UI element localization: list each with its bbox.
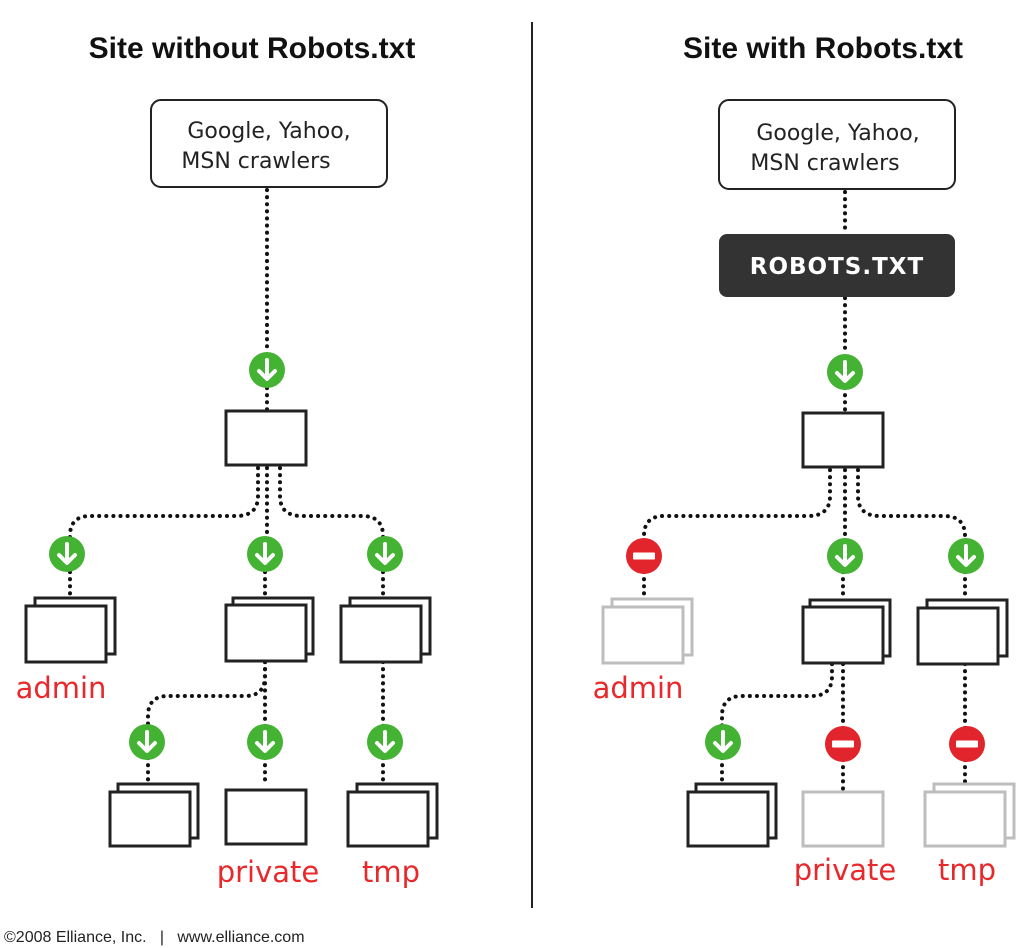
- right-panel: Site with Robots.txt Google, Yahoo, MSN …: [593, 32, 1016, 887]
- left-label-admin: admin: [16, 671, 107, 705]
- right-title: Site with Robots.txt: [683, 32, 963, 65]
- allow-icon: [367, 536, 403, 572]
- left-title: Site without Robots.txt: [89, 32, 416, 65]
- allow-icon: [367, 724, 403, 760]
- right-root-page-box: [801, 411, 885, 469]
- block-icon: [949, 726, 985, 762]
- right-folder-tmp-sub: [923, 782, 1016, 848]
- left-label-tmp: tmp: [362, 855, 420, 889]
- right-folder-private: [801, 790, 885, 848]
- left-folder-admin: [24, 596, 117, 664]
- allow-icon: [247, 536, 283, 572]
- left-folder-tmp: [339, 596, 432, 664]
- right-folder-tmp: [916, 598, 1009, 666]
- allow-icon: [247, 724, 283, 760]
- allow-icon: [948, 538, 984, 574]
- right-folder-admin: [601, 597, 694, 665]
- robots-txt-box: [719, 234, 955, 297]
- allow-icon: [49, 536, 85, 572]
- allow-icon: [129, 724, 165, 760]
- right-folder-middle: [801, 598, 892, 665]
- footer-credit: ©2008 Elliance, Inc. | www.elliance.com: [4, 929, 305, 946]
- left-connector: [146, 660, 267, 730]
- right-label-private: private: [794, 853, 897, 887]
- left-panel: Site without Robots.txt Google, Yahoo, M…: [16, 32, 439, 889]
- left-folder-sub: [108, 782, 200, 848]
- right-connector: [720, 662, 834, 730]
- right-folder-sub: [686, 782, 778, 848]
- left-label-private: private: [217, 855, 320, 889]
- block-icon: [626, 538, 662, 574]
- right-label-tmp: tmp: [938, 853, 996, 887]
- left-folder-middle: [224, 596, 315, 663]
- allow-icon: [705, 724, 741, 760]
- left-crawlers-box: [150, 99, 388, 188]
- right-crawlers-line2: MSN crawlers: [750, 151, 899, 176]
- right-connector: [856, 468, 967, 542]
- left-connector: [68, 466, 260, 544]
- right-label-admin: admin: [593, 671, 684, 705]
- left-root-page-box: [224, 409, 308, 467]
- left-folder-private: [224, 788, 308, 846]
- block-icon: [825, 726, 861, 762]
- robots-txt-label: ROBOTS.TXT: [750, 254, 924, 280]
- right-crawlers-box: [718, 99, 956, 190]
- left-folder-tmp-sub: [346, 782, 439, 848]
- allow-icon: [827, 354, 863, 390]
- right-connector: [642, 468, 832, 542]
- right-crawlers-line1: Google, Yahoo,: [756, 121, 919, 146]
- allow-icon: [827, 538, 863, 574]
- left-crawlers-line1: Google, Yahoo,: [187, 119, 350, 144]
- left-crawlers-line2: MSN crawlers: [181, 149, 330, 174]
- allow-icon: [249, 352, 285, 388]
- left-connector: [278, 466, 385, 544]
